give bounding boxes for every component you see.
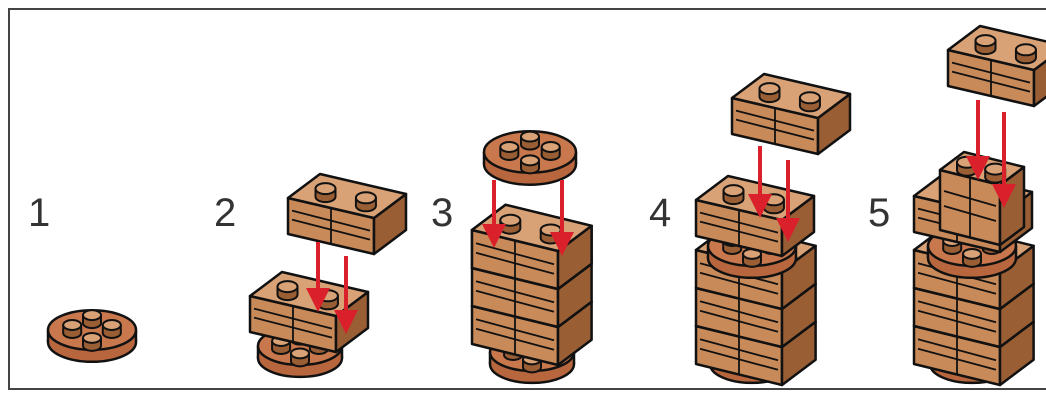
stud-top	[63, 320, 81, 330]
round-plate-2x2	[48, 310, 136, 362]
stud-top	[800, 92, 820, 103]
stud-top	[500, 215, 520, 226]
stud-top	[356, 192, 376, 203]
stud-top	[316, 183, 336, 194]
stud-top	[963, 249, 981, 259]
stud-top	[83, 333, 101, 343]
stud-top	[103, 320, 121, 330]
stud-top	[521, 155, 539, 165]
stud-top	[764, 194, 784, 205]
stud-top	[976, 35, 996, 46]
stud-top	[957, 157, 977, 168]
top-round-plate	[484, 131, 576, 184]
stud-top	[521, 132, 539, 142]
stud-top	[500, 142, 518, 152]
stud-top	[724, 185, 744, 196]
vertical-brick	[940, 152, 1024, 245]
step-5-assembly	[914, 26, 1046, 385]
stud-top	[542, 142, 560, 152]
stud-top	[291, 348, 309, 358]
step-3-assembly	[472, 131, 592, 383]
stud-top	[541, 224, 561, 235]
step-2-assembly	[250, 174, 406, 377]
stud-top	[318, 290, 338, 301]
step-1-round-plate	[48, 310, 136, 362]
stud-top	[760, 83, 780, 94]
stud-top	[83, 310, 101, 320]
top-brick	[948, 26, 1046, 106]
step-4-assembly	[696, 74, 850, 385]
top-brick	[732, 74, 850, 154]
stud-top	[278, 281, 298, 292]
upper-brick	[288, 174, 406, 254]
stud-top	[1016, 44, 1036, 55]
